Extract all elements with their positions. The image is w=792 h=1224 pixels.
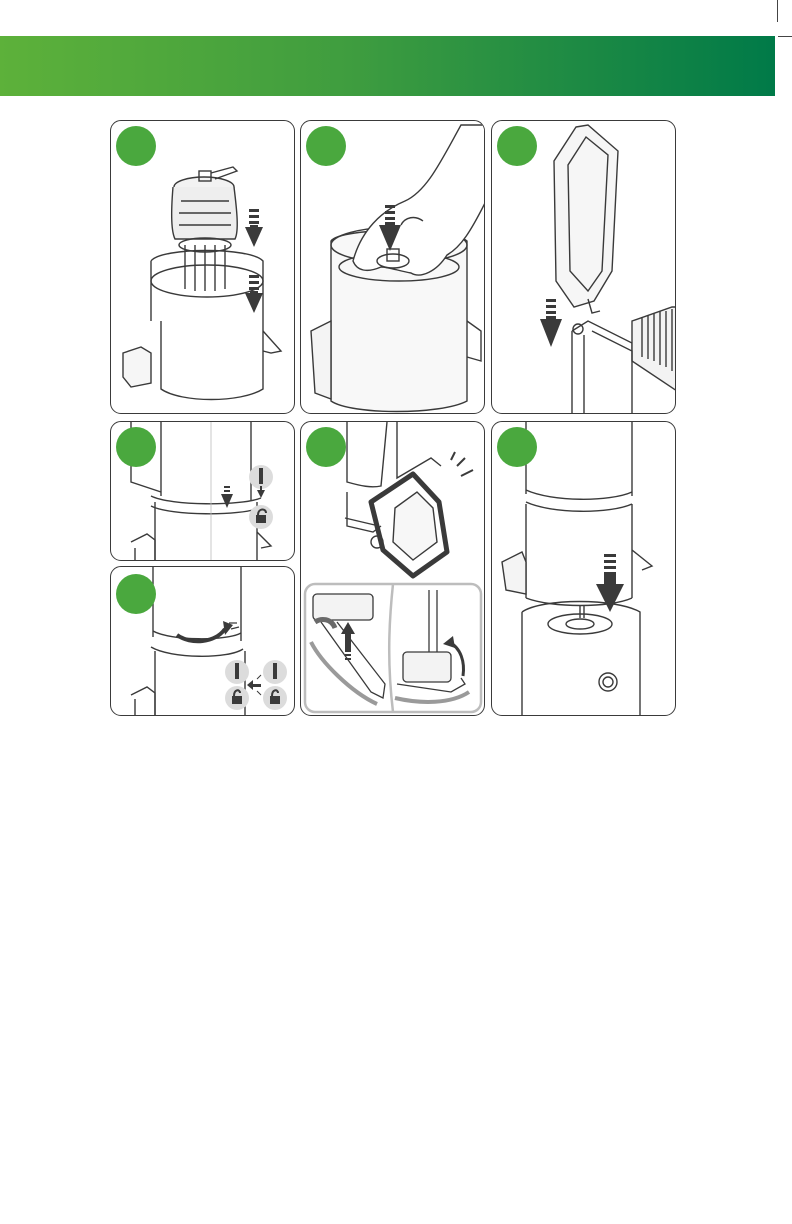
crop-mark-top-right bbox=[777, 0, 778, 22]
step-panel-1 bbox=[110, 120, 295, 414]
header-band bbox=[0, 36, 775, 96]
step-badge-1 bbox=[116, 126, 156, 166]
step-panel-7 bbox=[491, 421, 676, 716]
step-panel-3 bbox=[491, 120, 676, 414]
step-badge-2 bbox=[306, 126, 346, 166]
step-badge-5 bbox=[116, 574, 156, 614]
step-badge-3 bbox=[497, 126, 537, 166]
step-badge-7 bbox=[497, 427, 537, 467]
step-panel-5 bbox=[110, 566, 295, 716]
step-panel-4 bbox=[110, 421, 295, 561]
step-panel-2 bbox=[300, 120, 485, 414]
step-badge-4 bbox=[116, 427, 156, 467]
crop-mark-right-top bbox=[778, 36, 792, 37]
step-panel-6 bbox=[300, 421, 485, 716]
step-badge-6 bbox=[306, 427, 346, 467]
